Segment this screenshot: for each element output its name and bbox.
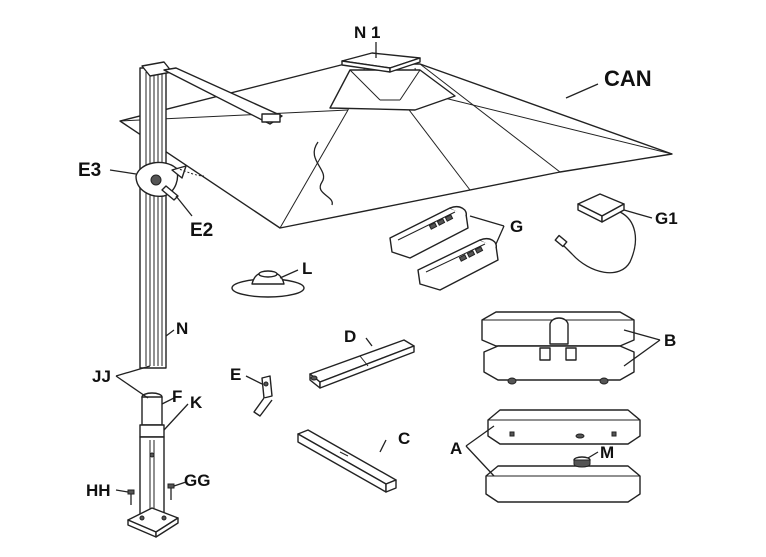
label-e2: E2	[190, 220, 213, 241]
lights-g	[389, 206, 499, 291]
base-cover-l	[231, 270, 305, 298]
knob-m	[573, 456, 591, 468]
pole-n	[135, 61, 283, 369]
top-cap-n1	[341, 52, 421, 73]
label-n: N	[176, 319, 188, 338]
leader-lines	[109, 42, 661, 493]
label-a: A	[450, 439, 462, 458]
label-n1: N 1	[354, 23, 380, 42]
handle-e	[253, 375, 273, 417]
bracket-d	[309, 339, 415, 389]
adapter-g1	[554, 193, 637, 274]
label-k: K	[190, 393, 203, 412]
bracket-c	[297, 429, 397, 493]
base-weight-a	[485, 409, 641, 503]
label-e: E	[230, 365, 241, 384]
label-f: F	[172, 387, 182, 406]
label-g: G	[510, 217, 523, 236]
part-labels: N 1 CAN E3 E2 G G1 L N D B JJ E F K C A …	[78, 23, 678, 500]
label-e3: E3	[78, 160, 101, 181]
label-hh: HH	[86, 481, 111, 500]
bolt-gg	[167, 483, 175, 500]
label-b: B	[664, 331, 676, 350]
label-gg: GG	[184, 471, 210, 490]
label-d: D	[344, 327, 356, 346]
label-l: L	[302, 259, 312, 278]
label-can: CAN	[604, 66, 652, 91]
label-g1: G1	[655, 209, 678, 228]
label-c: C	[398, 429, 410, 448]
base-tube-f	[127, 392, 179, 538]
base-weight-b	[481, 311, 635, 385]
label-m: M	[600, 443, 614, 462]
bolt-hh	[127, 489, 135, 505]
label-jj: JJ	[92, 367, 111, 386]
